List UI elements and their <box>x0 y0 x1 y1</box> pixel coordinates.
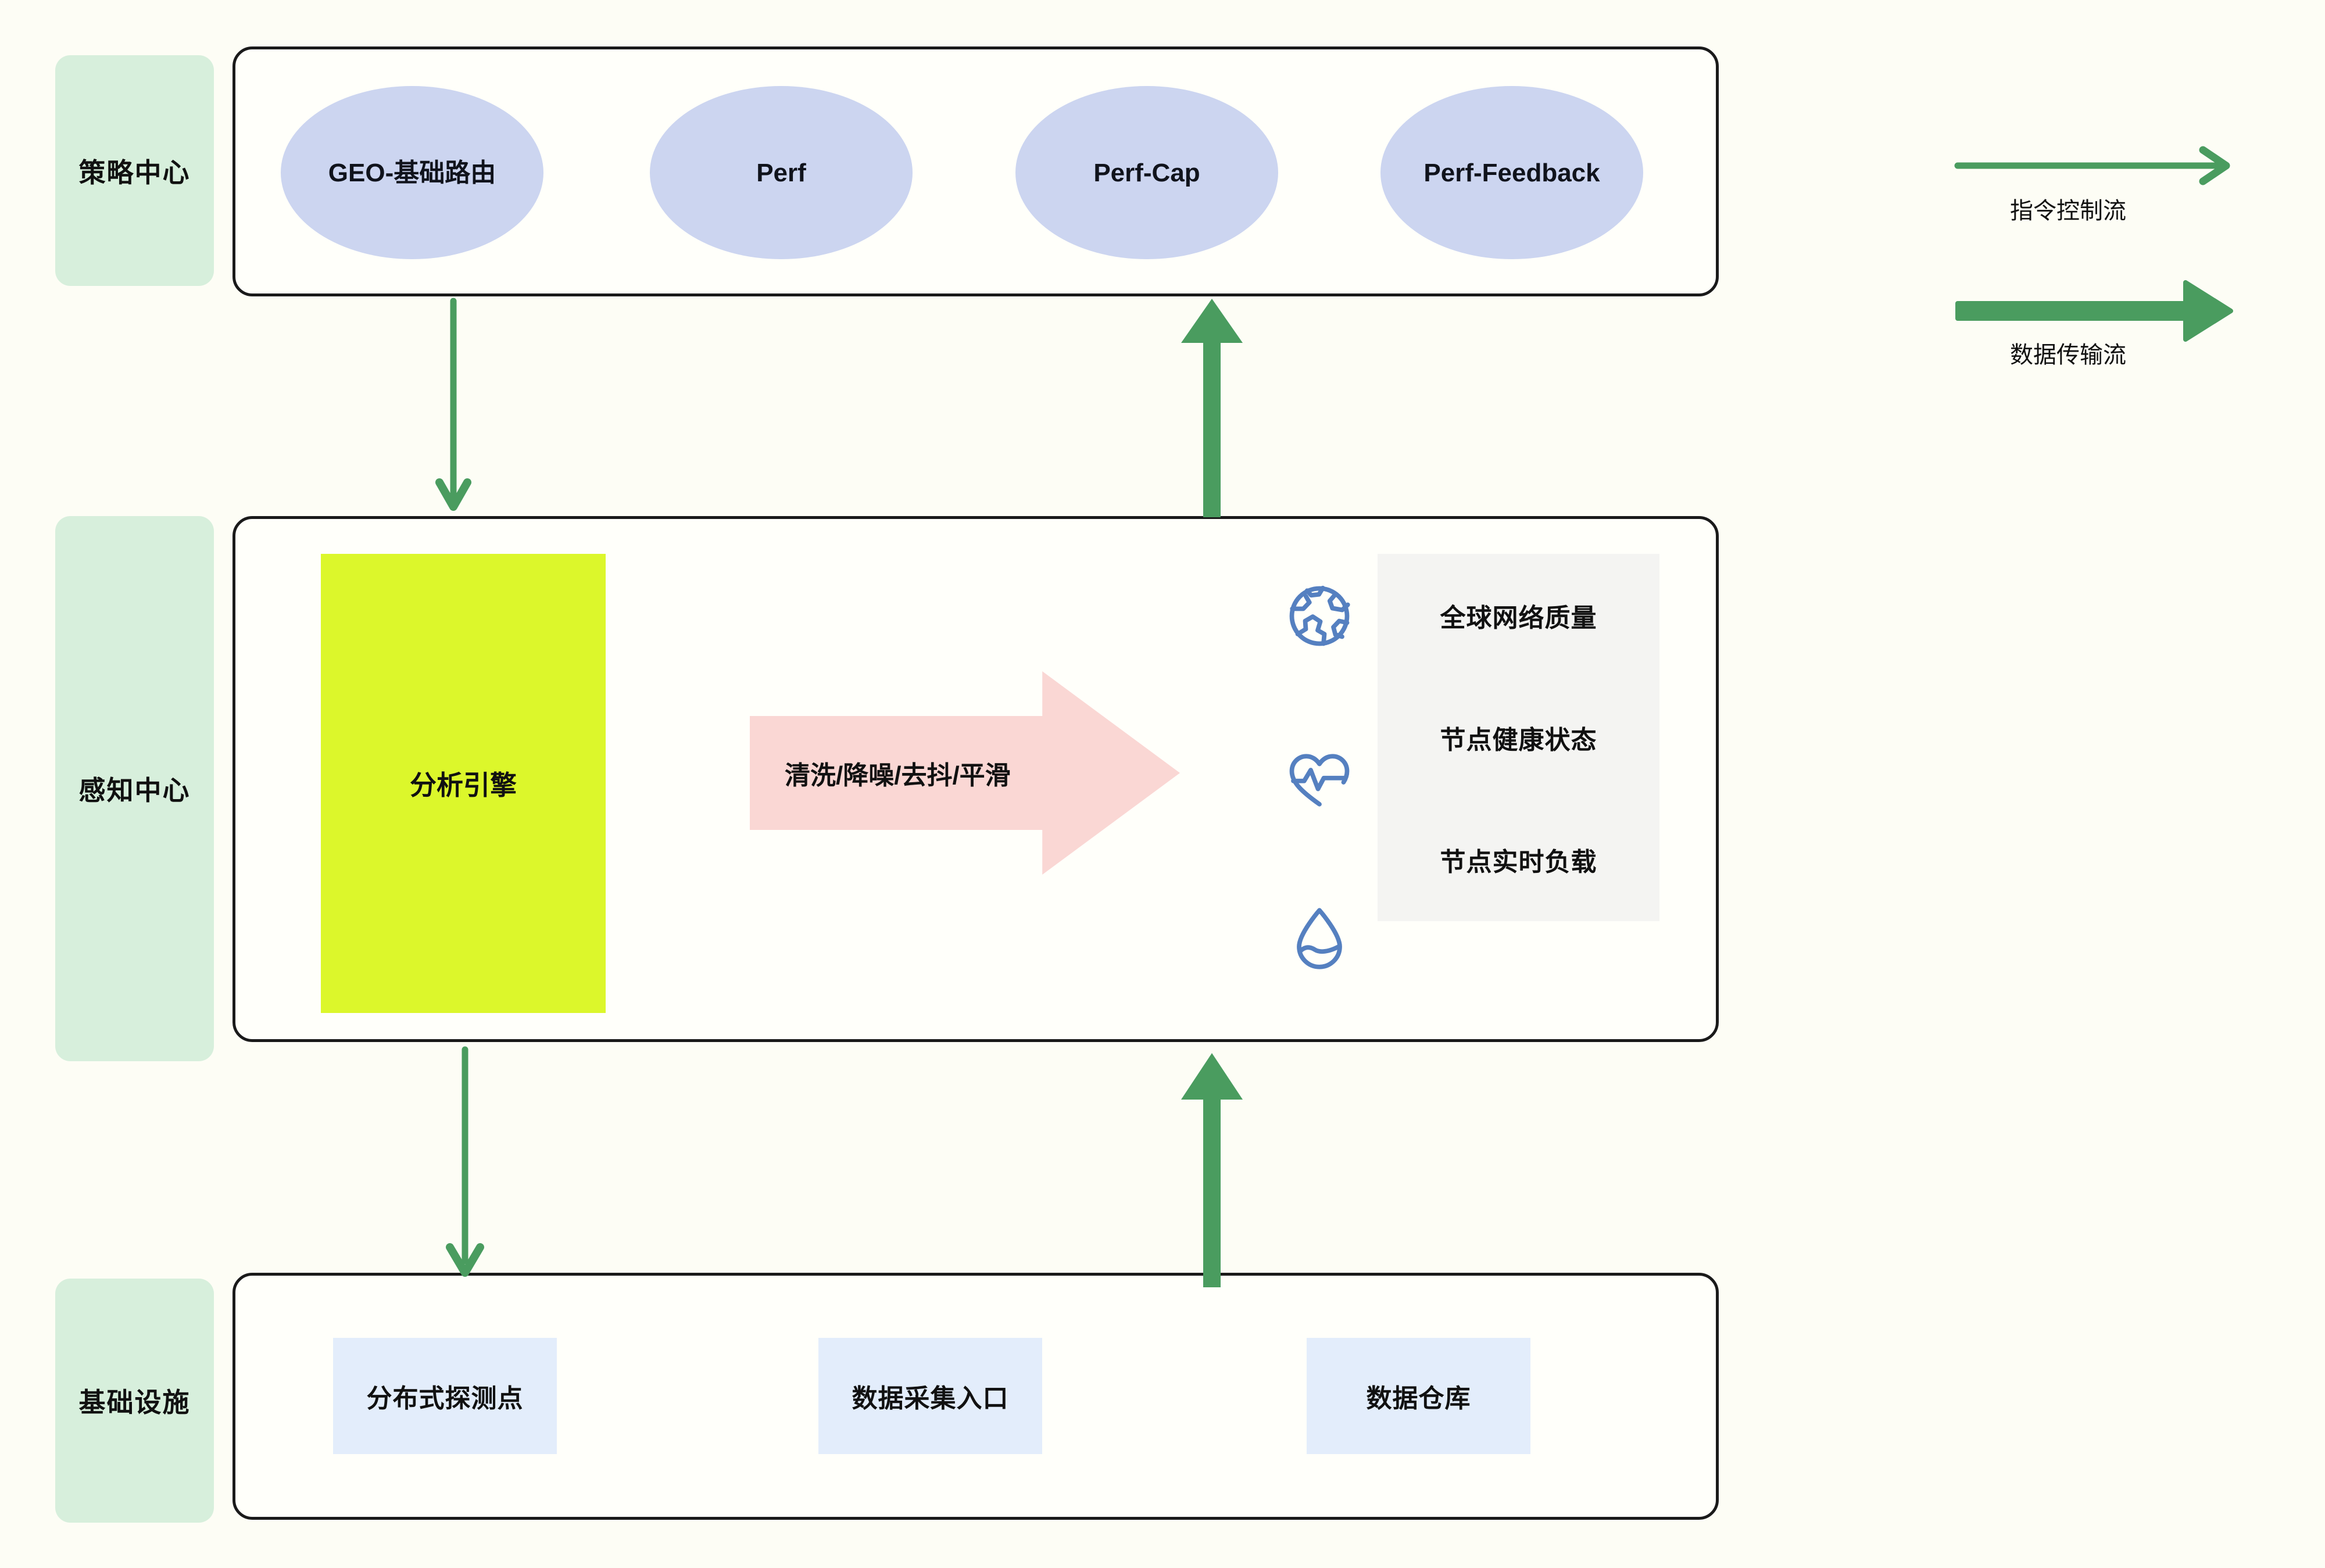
connector-control-perception-to-infrastructure <box>446 1046 484 1277</box>
band-label-infrastructure: 基础设施 <box>55 1279 214 1523</box>
band-label-strategy: 策略中心 <box>55 55 214 286</box>
band-label-perception: 感知中心 <box>55 516 214 1061</box>
infra-tile-ingest-label: 数据采集入口 <box>852 1384 1009 1413</box>
legend-data-flow: 数据传输流 <box>1936 279 2249 378</box>
strategy-node-perf-cap[interactable]: Perf-Cap <box>1015 86 1278 259</box>
legend-thick-arrow-icon <box>1955 280 2233 342</box>
infra-tile-warehouse[interactable]: 数据仓库 <box>1307 1338 1530 1454</box>
connector-data-infrastructure-to-perception <box>1181 1053 1243 1287</box>
strategy-node-geo-label: GEO-基础路由 <box>328 158 496 187</box>
metric-card-network-quality-label: 全球网络质量 <box>1440 604 1597 632</box>
strategy-node-perf-label: Perf <box>756 158 806 187</box>
strategy-node-perf-cap-label: Perf-Cap <box>1093 158 1200 187</box>
connector-control-strategy-to-perception <box>435 298 471 511</box>
strategy-node-perf-feedback-label: Perf-Feedback <box>1423 158 1600 187</box>
band-label-perception-text: 感知中心 <box>78 775 191 806</box>
strategy-node-geo[interactable]: GEO-基础路由 <box>281 86 543 259</box>
heart-pulse-icon <box>1285 744 1354 814</box>
infra-tile-probes[interactable]: 分布式探测点 <box>333 1338 557 1454</box>
legend-control-flow: 指令控制流 <box>1936 145 2249 232</box>
analysis-engine-block[interactable]: 分析引擎 <box>321 554 606 1013</box>
metric-card-network-quality[interactable]: 全球网络质量 <box>1378 554 1659 677</box>
band-label-strategy-text: 策略中心 <box>78 157 191 188</box>
metric-card-node-load-label: 节点实时负载 <box>1440 848 1597 876</box>
infra-tile-warehouse-label: 数据仓库 <box>1366 1384 1471 1413</box>
metric-card-node-health-label: 节点健康状态 <box>1440 726 1597 754</box>
legend-thin-arrow-icon <box>1954 146 2230 185</box>
legend-control-flow-label: 指令控制流 <box>2010 198 2126 224</box>
infra-tile-ingest[interactable]: 数据采集入口 <box>818 1338 1042 1454</box>
metric-card-node-health[interactable]: 节点健康状态 <box>1378 676 1659 799</box>
analysis-engine-label: 分析引擎 <box>410 770 517 800</box>
process-arrow-label: 清洗/降噪/去抖/平滑 <box>785 761 1011 790</box>
metric-card-node-load[interactable]: 节点实时负载 <box>1378 798 1659 921</box>
strategy-node-perf[interactable]: Perf <box>650 86 913 259</box>
globe-icon <box>1285 581 1354 651</box>
strategy-node-perf-feedback[interactable]: Perf-Feedback <box>1380 86 1643 259</box>
legend-data-flow-label: 数据传输流 <box>2010 342 2126 368</box>
connector-data-perception-to-strategy <box>1181 299 1243 517</box>
infra-tile-probes-label: 分布式探测点 <box>366 1384 524 1413</box>
band-label-infrastructure-text: 基础设施 <box>78 1387 191 1417</box>
water-drop-icon <box>1285 904 1354 973</box>
